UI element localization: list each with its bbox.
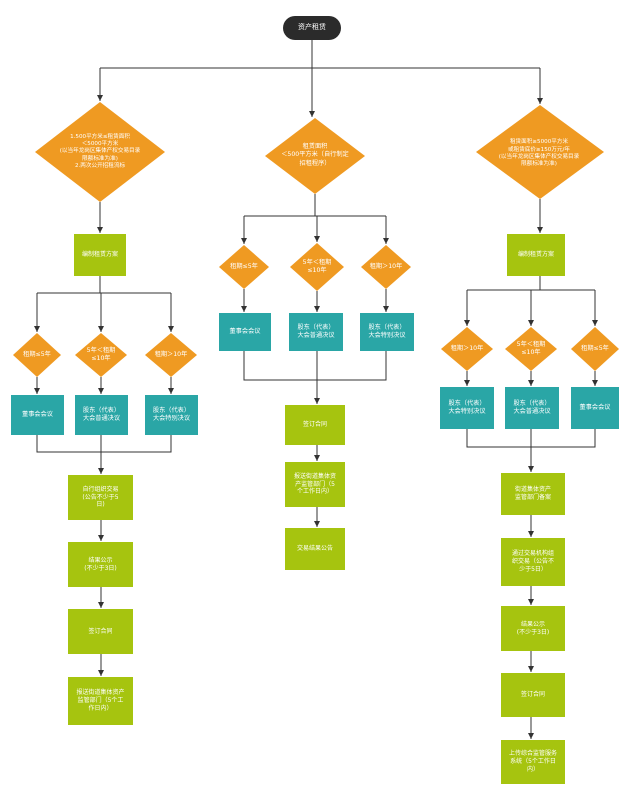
left-condition-decision-shape: [35, 102, 165, 202]
middle-condition-decision: 租赁面积 ＜500平方米（自行制定 招租程序）: [281, 143, 349, 167]
right-step-5: 上传综合监管服务 系统（5个工作日 内）: [501, 740, 565, 784]
middle-approval-1: 董事会会议: [219, 313, 271, 351]
middle-condition-decision-shape: [265, 118, 365, 194]
right-condition-decision: 租赁面积≥5000平方米 或租赁底价≥150万元/年 (以当年龙岗区集体产权交易…: [498, 139, 580, 168]
left-approval-2: 股东（代表） 大会普通决议: [75, 395, 128, 435]
middle-approval-2: 股东（代表） 大会普通决议: [289, 313, 343, 351]
middle-step-1: 签订合同: [285, 405, 345, 445]
left-approval-1: 董事会会议: [11, 395, 64, 435]
left-term-2: 5年＜租期 ≤10年: [86, 346, 116, 362]
right-step-4: 签订合同: [501, 673, 565, 717]
middle-term-1-shape: [219, 245, 269, 289]
left-condition-decision: 1.500平方米≤租赁面积 ＜5000平方米 (以当年龙岗区集体产权交易目录 限…: [59, 133, 141, 169]
left-step-3: 签订合同: [68, 609, 133, 654]
right-term-1: 租期＞10年: [450, 344, 484, 352]
left-term-3-shape: [145, 333, 197, 377]
middle-term-1: 租期≤5年: [230, 262, 258, 270]
right-term-3-shape: [571, 327, 619, 371]
right-term-2-shape: [505, 327, 557, 371]
middle-approval-3: 股东（代表） 大会特别决议: [360, 313, 414, 351]
left-step-4: 报送街道集体资产 监管部门（5个工 作日内）: [68, 677, 133, 725]
right-approval-3: 董事会会议: [571, 387, 619, 429]
right-step-3: 结果公示 (不少于3日): [501, 606, 565, 651]
right-approval-2: 股东（代表） 大会普通决议: [505, 387, 559, 429]
middle-term-3: 租期＞10年: [369, 262, 403, 270]
right-step-2: 通过交易机构组 织交易（公告不 少于5日）: [501, 538, 565, 586]
middle-step-2: 报送街道集体资 产监管部门（5 个工作日内）: [285, 462, 345, 507]
left-step-1: 自行组织交易 (公告不少于5 日): [68, 475, 133, 520]
right-term-1-shape: [441, 327, 493, 371]
right-approval-1: 股东（代表） 大会特别决议: [440, 387, 494, 429]
right-term-3: 租期≤5年: [581, 344, 609, 352]
middle-term-2-shape: [290, 243, 344, 291]
left-term-3: 租期＞10年: [154, 350, 188, 358]
right-term-2: 5年＜租期 ≤10年: [516, 340, 546, 356]
middle-step-3: 交易结果公告: [285, 528, 345, 570]
left-term-1: 租期≤5年: [23, 350, 51, 358]
left-term-2-shape: [75, 333, 127, 377]
left-term-1-shape: [13, 333, 61, 377]
left-plan-box: 编制租赁方案: [74, 234, 126, 276]
connector-line: [243, 351, 387, 381]
right-plan-box: 编制租赁方案: [507, 234, 565, 276]
start-node: 资产租赁: [283, 16, 341, 40]
middle-term-3-shape: [361, 245, 411, 289]
left-approval-3: 股东（代表） 大会特别决议: [145, 395, 198, 435]
right-step-1: 街道集体资产 监管部门备案: [501, 473, 565, 515]
connector-line: [36, 435, 172, 453]
right-condition-decision-shape: [476, 105, 604, 199]
left-step-2: 结果公示 (不少于3日): [68, 542, 133, 587]
middle-term-2: 5年＜租期 ≤10年: [302, 258, 332, 274]
